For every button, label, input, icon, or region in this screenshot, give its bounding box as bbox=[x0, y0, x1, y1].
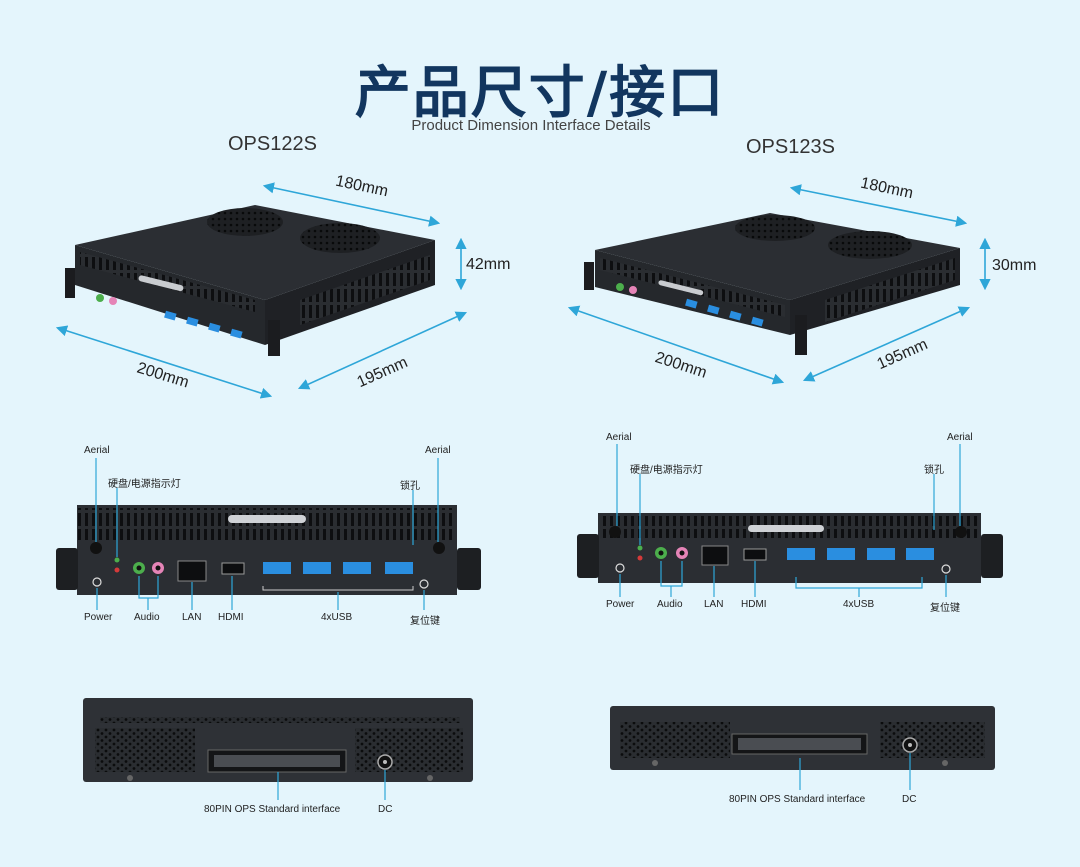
label-hdmi-right: HDMI bbox=[741, 599, 767, 610]
label-usb-right: 4xUSB bbox=[843, 599, 875, 610]
model-name-right: OPS123S bbox=[746, 136, 835, 158]
label-dc-left: DC bbox=[378, 804, 393, 815]
front-panel-left bbox=[56, 458, 481, 610]
device-isometric-left bbox=[55, 182, 468, 399]
front-panel-right bbox=[577, 444, 1003, 597]
label-indicator-left: 硬盘/电源指示灯 bbox=[108, 479, 181, 490]
label-reset-left: 复位键 bbox=[410, 616, 440, 627]
label-lock-left: 锁孔 bbox=[400, 481, 420, 492]
label-indicator-right: 硬盘/电源指示灯 bbox=[630, 465, 703, 476]
label-lock-right: 锁孔 bbox=[924, 465, 944, 476]
label-aerial-left-2: Aerial bbox=[425, 445, 451, 456]
label-aerial-right-2: Aerial bbox=[947, 432, 973, 443]
page-subtitle: Product Dimension Interface Details bbox=[411, 117, 651, 134]
dim-height-right: 30mm bbox=[992, 257, 1037, 274]
label-usb-left: 4xUSB bbox=[321, 612, 353, 623]
label-power-left: Power bbox=[84, 612, 113, 623]
rear-panel-right bbox=[610, 706, 995, 790]
model-name-left: OPS122S bbox=[228, 133, 317, 155]
label-connector-right: 80PIN OPS Standard interface bbox=[729, 794, 866, 805]
page-title: 产品尺寸/接口 bbox=[354, 61, 726, 126]
label-lan-left: LAN bbox=[182, 612, 202, 623]
label-audio-left: Audio bbox=[134, 612, 160, 623]
label-hdmi-left: HDMI bbox=[218, 612, 244, 623]
label-power-right: Power bbox=[606, 599, 635, 610]
label-dc-right: DC bbox=[902, 794, 917, 805]
label-connector-left: 80PIN OPS Standard interface bbox=[204, 804, 341, 815]
dim-height-left: 42mm bbox=[466, 256, 511, 273]
label-reset-right: 复位键 bbox=[930, 603, 960, 614]
label-audio-right: Audio bbox=[657, 599, 683, 610]
label-aerial-left-1: Aerial bbox=[84, 445, 110, 456]
label-lan-right: LAN bbox=[704, 599, 724, 610]
device-isometric-right bbox=[567, 184, 991, 385]
label-aerial-right-1: Aerial bbox=[606, 432, 632, 443]
rear-panel-left bbox=[83, 698, 473, 800]
